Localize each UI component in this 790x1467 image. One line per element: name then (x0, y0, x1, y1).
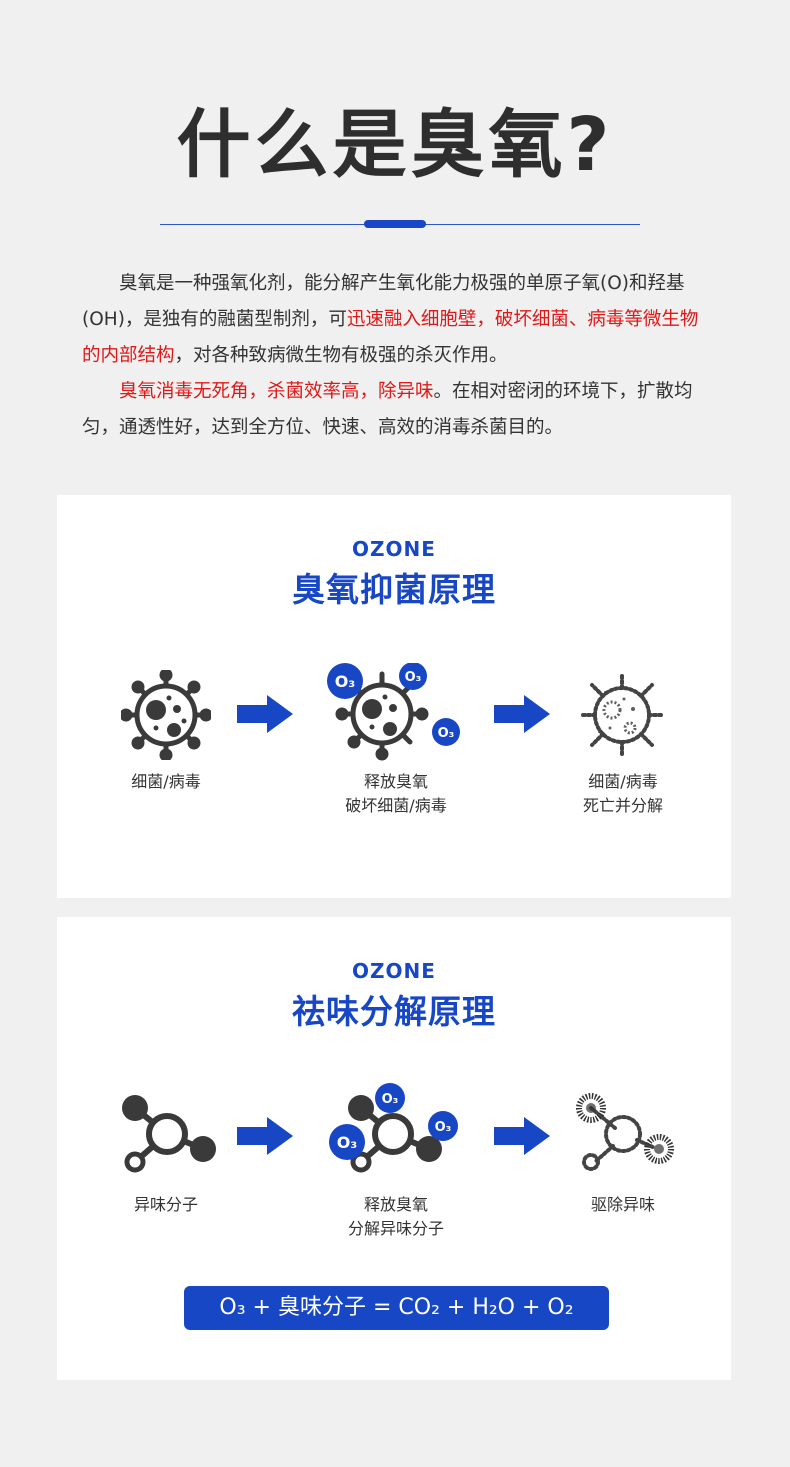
odor-step-2-caption: 释放臭氧 分解异味分子 (347, 1195, 444, 1238)
bacteria-step-2-caption: 释放臭氧 破坏细菌/病毒 (345, 772, 447, 815)
svg-text:O₃: O₃ (337, 1133, 358, 1152)
ozone-eyebrow: OZONE (352, 537, 436, 561)
molecule-icon (122, 1095, 216, 1173)
bacteria-step-3-caption: 细菌/病毒 死亡并分解 (582, 772, 663, 815)
ozone-badge-right: O₃ (432, 718, 460, 746)
arrow-right-icon (494, 695, 550, 733)
ozone-badge-top: O₃ (375, 1083, 405, 1113)
svg-text:O₃: O₃ (335, 672, 356, 691)
odor-principle-card: OZONE 祛味分解原理 O₃ (57, 917, 731, 1380)
intro-highlight-1: 迅速融入细胞壁，破坏细菌、病毒等微生物的内部结构 (82, 309, 699, 366)
molecule-dissolving-icon (576, 1093, 674, 1171)
arrow-right-icon (237, 1117, 293, 1155)
bacteria-principle-card: OZONE 臭氧抑菌原理 (57, 495, 731, 898)
bacteria-step-1-caption: 细菌/病毒 (131, 772, 201, 791)
ozone-eyebrow: OZONE (352, 959, 436, 983)
svg-text:O₃: O₃ (435, 1120, 452, 1135)
odor-section-title: 祛味分解原理 (292, 992, 496, 1031)
arrow-right-icon (237, 695, 293, 733)
bacteria-ozone-icon: O₃ O₃ O₃ (327, 663, 460, 761)
odor-step-1-caption: 异味分子 (133, 1195, 198, 1214)
svg-text:O₃: O₃ (382, 1092, 399, 1107)
page-title: 什么是臭氧? (176, 102, 614, 188)
intro-paragraph-1: 臭氧是一种强氧化剂，能分解产生氧化能力极强的单原子氧(O)和羟基(OH)，是独有… (82, 273, 699, 366)
title-divider-accent (364, 220, 426, 228)
svg-text:O₃: O₃ (405, 670, 422, 685)
bacteria-dissolving-icon (579, 672, 665, 758)
ozone-badge-large: O₃ (327, 663, 363, 699)
ozone-badge-left: O₃ (329, 1124, 365, 1160)
intro-text: 臭氧是一种强氧化剂，能分解产生氧化能力极强的单原子氧(O)和羟基(OH)，是独有… (82, 266, 710, 446)
svg-text:O₃: O₃ (438, 726, 455, 741)
bacteria-section-title: 臭氧抑菌原理 (292, 570, 496, 609)
reaction-formula: O₃ + 臭味分子 = CO₂ + H₂O + O₂ (184, 1286, 609, 1330)
intro-paragraph-2: 臭氧消毒无死角，杀菌效率高，除异味。在相对密闭的环境下，扩散均匀，通透性好，达到… (82, 381, 693, 438)
odor-step-3-caption: 驱除异味 (590, 1195, 655, 1214)
arrow-right-icon (494, 1117, 550, 1155)
bacteria-icon (121, 670, 211, 760)
molecule-ozone-icon: O₃ O₃ O₃ (329, 1083, 458, 1173)
intro-highlight-2: 臭氧消毒无死角，杀菌效率高，除异味 (119, 381, 434, 402)
ozone-badge-right: O₃ (428, 1111, 458, 1141)
ozone-badge-top: O₃ (399, 663, 427, 690)
